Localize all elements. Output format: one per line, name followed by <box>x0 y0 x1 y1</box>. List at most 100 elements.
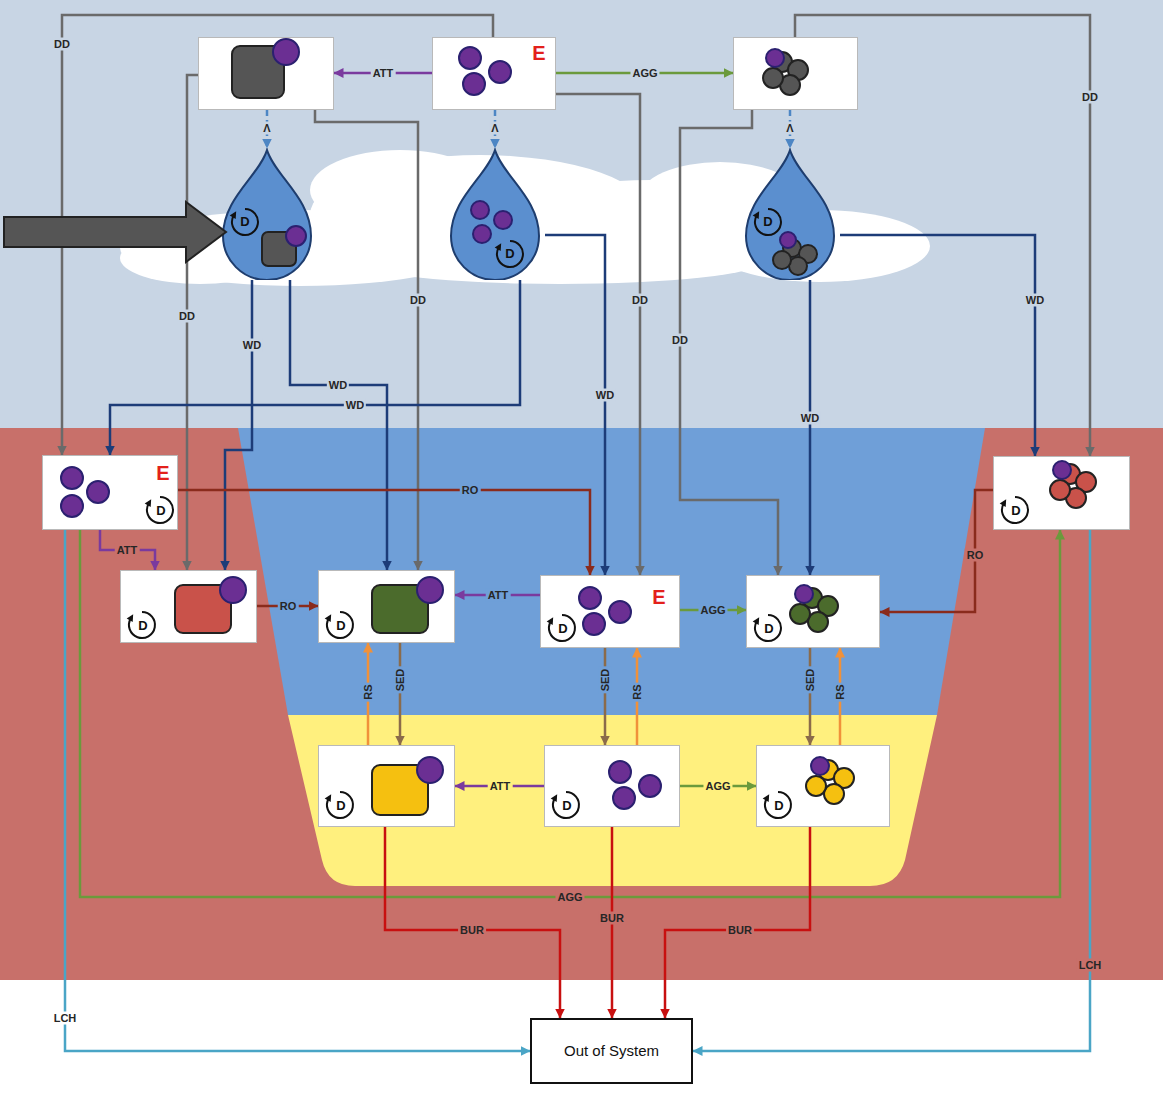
soil-region <box>0 428 1163 980</box>
aggregate-particle <box>824 784 844 804</box>
aggregate-particle <box>783 239 801 257</box>
droplet-node: D <box>445 148 545 280</box>
process-label: DD <box>177 310 197 323</box>
flow-arrow <box>80 530 1060 897</box>
sink-box: Out of System <box>530 1018 693 1084</box>
dissolution-mark: D <box>1011 504 1020 519</box>
nanoparticle <box>795 585 813 603</box>
nanoparticle <box>87 481 109 503</box>
process-label: AGG <box>555 891 584 904</box>
dissolution-mark: D <box>240 215 249 230</box>
nanoparticle <box>609 601 631 623</box>
host-particle <box>262 232 296 266</box>
flow-arrow <box>809 280 812 575</box>
air-aggregate-box <box>733 37 858 110</box>
flow-arrow <box>399 643 402 745</box>
dissolution-mark: D <box>336 799 345 814</box>
aggregate-particle <box>773 251 791 269</box>
process-label: WD <box>594 389 616 402</box>
aggregate-particle <box>834 768 854 788</box>
flow-arrow <box>809 648 812 745</box>
process-label: LCH <box>1077 959 1104 972</box>
dissolution-mark: D <box>763 215 772 230</box>
flow-arrow <box>178 490 590 575</box>
process-label: RS <box>631 682 644 701</box>
aggregate-particle <box>818 760 838 780</box>
aggregate-particle <box>790 604 810 624</box>
flow-arrow <box>556 94 640 575</box>
aggregate-particle <box>763 68 783 88</box>
soil-free-box: ED <box>42 455 178 530</box>
callout-arrow <box>4 202 226 262</box>
process-label: ATT <box>486 589 511 602</box>
nanoparticle <box>766 49 784 67</box>
aggregate-particle <box>808 612 828 632</box>
process-label: RO <box>278 600 299 613</box>
dissolution-symbol <box>753 209 781 235</box>
dissolution-symbol <box>547 615 575 641</box>
dissolution-symbol <box>325 612 353 638</box>
dissolution-mark: D <box>138 619 147 634</box>
air-free-box: E <box>432 37 556 110</box>
aggregate-particle <box>806 776 826 796</box>
host-particle <box>232 46 284 98</box>
water-region <box>238 428 985 715</box>
dissolution-mark: D <box>156 504 165 519</box>
dissolution-mark: D <box>336 619 345 634</box>
cloud <box>120 150 930 286</box>
droplet-shape <box>746 150 834 280</box>
nanoparticle <box>489 61 511 83</box>
process-label: AGG <box>698 604 727 617</box>
process-label: DD <box>1080 91 1100 104</box>
nanoparticle <box>494 211 512 229</box>
nanoparticle <box>471 201 489 219</box>
flow-arrow <box>545 235 605 575</box>
dissolution-symbol <box>763 792 791 818</box>
flow-arrow <box>693 530 1090 1051</box>
dissolution-mark: D <box>562 799 571 814</box>
host-particle <box>372 585 428 633</box>
soil-attached-box: D <box>120 570 257 643</box>
aggregate-particle <box>818 596 838 616</box>
dissolution-symbol <box>495 241 523 267</box>
aggregate-particle <box>1060 464 1080 484</box>
process-label: BUR <box>598 912 626 925</box>
node-title: Out of System <box>564 1042 659 1059</box>
air-attached-box <box>198 37 334 110</box>
dissolution-symbol <box>127 612 155 638</box>
flow-arrow <box>100 530 155 570</box>
nanoparticle <box>417 577 443 603</box>
droplet-outline <box>740 148 840 280</box>
flow-arrow <box>604 648 607 745</box>
water-aggregate-box: D <box>746 575 880 648</box>
nanoparticle <box>473 225 491 243</box>
nanoparticle <box>459 47 481 69</box>
process-label: BUR <box>458 924 486 937</box>
process-label: AGG <box>703 780 732 793</box>
flow-arrow <box>680 110 778 575</box>
process-label: WD <box>799 412 821 425</box>
process-label: ATT <box>371 67 396 80</box>
flow-arrow <box>880 490 993 612</box>
process-label: ATT <box>115 544 140 557</box>
flow-arrow <box>315 110 418 570</box>
process-label: DD <box>408 294 428 307</box>
aggregate-particle <box>788 60 808 80</box>
nanoparticle <box>286 226 306 246</box>
nanoparticle <box>609 761 631 783</box>
process-label: RS <box>834 682 847 701</box>
dissolution-symbol <box>551 792 579 818</box>
process-label: WD <box>327 379 349 392</box>
nanoparticle <box>61 467 83 489</box>
host-particle <box>372 765 428 815</box>
process-label: SED <box>394 667 407 694</box>
droplet-node: D <box>217 148 317 280</box>
emission-mark: E <box>652 586 665 609</box>
process-label: Λ <box>261 122 272 135</box>
aggregate-particle <box>802 588 822 608</box>
aggregate-particle <box>789 257 807 275</box>
nanoparticle <box>583 613 605 635</box>
air-region <box>0 0 1163 428</box>
